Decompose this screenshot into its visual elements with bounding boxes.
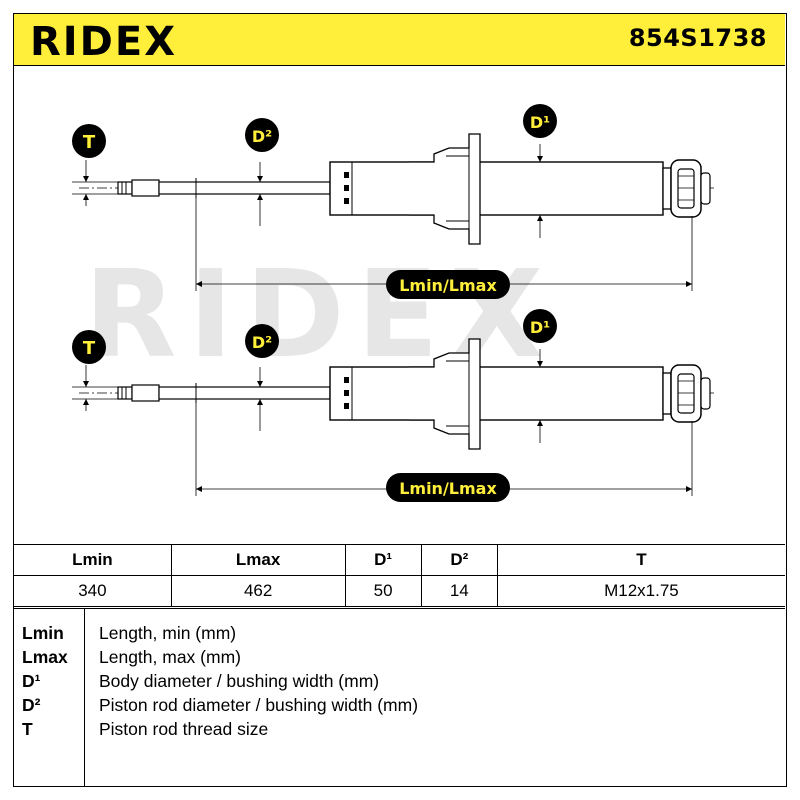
legend-desc: Piston rod diameter / bushing width (mm) [99, 695, 419, 715]
legend-key: T [22, 719, 33, 739]
header-t: T [496, 544, 785, 576]
legend-row-t: T Piston rod thread size [14, 719, 785, 743]
shock-absorber-drawing: RIDEX [72, 104, 714, 502]
badge-d2-bottom: D² [245, 324, 279, 358]
specs-table: Lmin Lmax D¹ D² T 340 462 50 14 M12x1.75 [14, 544, 785, 607]
value-lmin: 340 [14, 575, 172, 607]
legend-key: Lmin [22, 623, 64, 643]
legend-divider [84, 609, 85, 787]
legend-desc: Piston rod thread size [99, 719, 269, 739]
legend-key: Lmax [22, 647, 68, 667]
badge-t-bottom: T [72, 330, 106, 364]
shock-absorber-top [72, 133, 714, 291]
header-lmax: Lmax [170, 544, 346, 576]
value-d2: 14 [420, 575, 498, 607]
header-lmin: Lmin [14, 544, 172, 576]
legend-desc: Length, max (mm) [99, 647, 241, 667]
legend-row-d2: D² Piston rod diameter / bushing width (… [14, 695, 785, 719]
value-d1: 50 [344, 575, 422, 607]
legend-desc: Length, min (mm) [99, 623, 237, 643]
value-t: M12x1.75 [496, 575, 785, 607]
specs-header-row: Lmin Lmax D¹ D² T [14, 544, 785, 576]
svg-text:Lmin/Lmax: Lmin/Lmax [399, 479, 497, 498]
svg-text:T: T [83, 338, 96, 359]
header-d2: D² [420, 544, 498, 576]
ridex-logo: RIDEX [30, 22, 177, 62]
svg-text:T: T [83, 132, 96, 153]
legend: Lmin Length, min (mm) Lmax Length, max (… [14, 608, 785, 787]
legend-row-d1: D¹ Body diameter / bushing width (mm) [14, 671, 785, 695]
header-bar: RIDEX 854S1738 [14, 14, 785, 66]
svg-text:D²: D² [252, 333, 272, 352]
product-sheet: RIDEX 854S1738 RIDEX [13, 13, 787, 787]
legend-key: D¹ [22, 671, 41, 691]
header-d1: D¹ [344, 544, 422, 576]
shock-body [329, 161, 664, 216]
svg-text:D²: D² [252, 127, 272, 146]
part-number: 854S1738 [628, 24, 767, 52]
specs-value-row: 340 462 50 14 M12x1.75 [14, 575, 785, 607]
thread-tip [117, 181, 133, 195]
badge-t-top: T [72, 124, 106, 158]
legend-row-lmax: Lmax Length, max (mm) [14, 647, 785, 671]
svg-text:D¹: D¹ [530, 318, 550, 337]
piston-rod [158, 181, 331, 195]
watermark: RIDEX [84, 246, 555, 385]
svg-text:Lmin/Lmax: Lmin/Lmax [399, 276, 497, 295]
legend-row-lmin: Lmin Length, min (mm) [14, 623, 785, 647]
svg-text:D¹: D¹ [530, 113, 550, 132]
badge-d1-bottom: D¹ [523, 309, 557, 343]
legend-desc: Body diameter / bushing width (mm) [99, 671, 380, 691]
value-lmax: 462 [170, 575, 346, 607]
badge-length-bottom: Lmin/Lmax [386, 473, 510, 502]
legend-key: D² [22, 695, 41, 715]
badge-length-top: Lmin/Lmax [386, 270, 510, 299]
badge-d1-top: D¹ [523, 104, 557, 138]
shock-absorber-bottom [72, 338, 714, 496]
badge-d2-top: D² [245, 118, 279, 152]
logo-text: RIDEX [30, 22, 177, 62]
spring-seat [409, 133, 481, 245]
